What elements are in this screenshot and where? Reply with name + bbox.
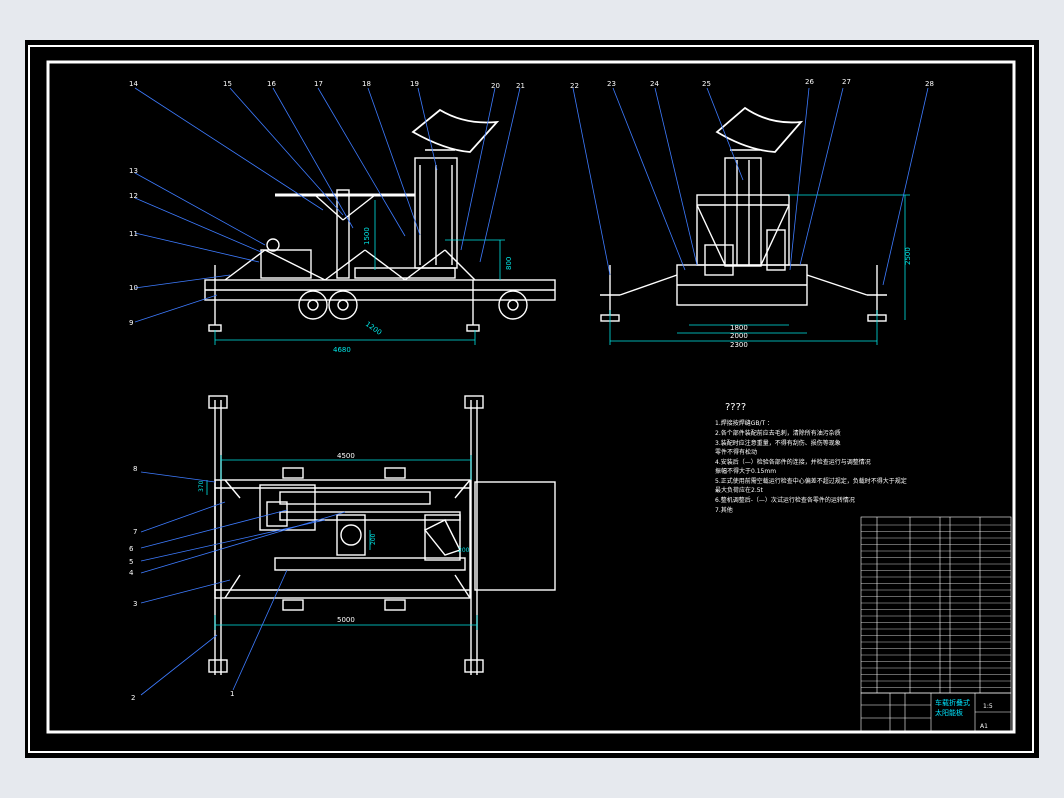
side-wheel-1 [298, 290, 328, 320]
rear-labels: 22 23 24 25 26 27 28 [570, 78, 934, 90]
title-block [860, 692, 1012, 732]
side-wheel-3 [498, 290, 528, 320]
dim-top-lower: 5000 [337, 616, 355, 624]
side-leaders [134, 87, 521, 323]
part-16: 16 [267, 80, 276, 88]
dim-top-small-c: 200 [458, 547, 470, 554]
note-line-3: 3.装配时应注意重量，不得有刮伤、损伤等现象 [715, 439, 841, 447]
title-name-line1: 车载折叠式 [935, 698, 970, 707]
outer-frame [28, 45, 1034, 753]
dim-rear-w2: 2000 [730, 332, 748, 340]
part-1: 1 [230, 690, 234, 698]
part-8: 8 [133, 465, 137, 473]
dim-top-small-b: 200 [370, 533, 377, 545]
part-12: 12 [129, 192, 138, 200]
side-labels: 14 15 16 17 18 19 20 21 13 12 11 10 9 [129, 80, 525, 327]
notes-heading: ???? [725, 402, 746, 413]
note-line-8: 最大负荷应在2.5t [715, 486, 764, 494]
dim-side-mast: 1500 [363, 227, 371, 245]
cad-drawing: 4680 1500 800 1200 14 15 16 17 18 19 20 … [28, 45, 1034, 753]
part-28: 28 [925, 80, 934, 88]
part-21: 21 [516, 82, 525, 90]
part-19: 19 [410, 80, 419, 88]
part-14: 14 [129, 80, 138, 88]
title-scale: 1:5 [983, 703, 993, 710]
title-drawing-no: A1 [980, 723, 988, 730]
top-dims [206, 455, 478, 630]
parts-list [860, 516, 1012, 694]
note-line-2: 2.各个部件装配前应去毛刺，清除所有油污杂质 [715, 429, 841, 437]
drawing-canvas: 4680 1500 800 1200 14 15 16 17 18 19 20 … [25, 40, 1039, 758]
dim-rear-w3: 2300 [730, 341, 748, 349]
part-6: 6 [129, 545, 134, 553]
part-9: 9 [129, 319, 133, 327]
dim-side-diag: 1200 [364, 320, 383, 337]
side-dims [214, 200, 505, 345]
note-line-5: 4.安装后（—）检验各部件的连接，并检查运行与调整情况 [715, 458, 871, 466]
rear-dims [609, 194, 910, 345]
part-11: 11 [129, 230, 138, 238]
part-13: 13 [129, 167, 138, 175]
part-26: 26 [805, 78, 814, 86]
part-7: 7 [133, 528, 137, 536]
top-leaders [140, 471, 346, 696]
inner-frame [46, 60, 1016, 734]
side-view [204, 108, 556, 332]
top-view [208, 395, 556, 675]
technical-notes: ???? 1.焊接按焊缝GB/T ： 2.各个部件装配前应去毛刺，清除所有油污杂… [715, 402, 907, 514]
dim-top-upper: 4500 [337, 452, 355, 460]
parts-list-rows [861, 524, 1011, 688]
part-10: 10 [129, 284, 138, 292]
part-3: 3 [133, 600, 137, 608]
dim-rear-height: 2500 [904, 247, 912, 265]
side-wheel-2 [328, 290, 358, 320]
part-22: 22 [570, 82, 579, 90]
part-17: 17 [314, 80, 323, 88]
note-line-1: 1.焊接按焊缝GB/T ： [715, 419, 773, 427]
part-2: 2 [131, 694, 135, 702]
dim-side-length: 4680 [333, 346, 351, 354]
dim-top-small-a: 370 [198, 480, 205, 492]
note-line-10: 7.其他 [715, 506, 733, 514]
rear-view [600, 106, 887, 322]
title-name-line2: 太阳能板 [935, 708, 963, 717]
top-labels: 8 7 6 5 4 3 2 1 [129, 465, 234, 702]
note-line-4: 零件不得有松动 [715, 448, 757, 456]
part-24: 24 [650, 80, 659, 88]
part-20: 20 [491, 82, 500, 90]
rear-leaders [572, 87, 929, 286]
part-27: 27 [842, 78, 851, 86]
part-18: 18 [362, 80, 371, 88]
dim-rear-w1: 1800 [730, 324, 748, 332]
note-line-7: 5.正式使用前需空载运行检查中心偏差不超过规定，负载时不得大于规定 [715, 477, 907, 485]
part-4: 4 [129, 569, 134, 577]
part-23: 23 [607, 80, 616, 88]
part-5: 5 [129, 558, 133, 566]
part-15: 15 [223, 80, 232, 88]
dim-side-small: 800 [505, 257, 513, 270]
note-line-9: 6.整机调整后-（—）次试运行检查各零件的运转情况 [715, 496, 855, 504]
part-25: 25 [702, 80, 711, 88]
note-line-6: 振幅不得大于0.15mm [715, 467, 776, 475]
